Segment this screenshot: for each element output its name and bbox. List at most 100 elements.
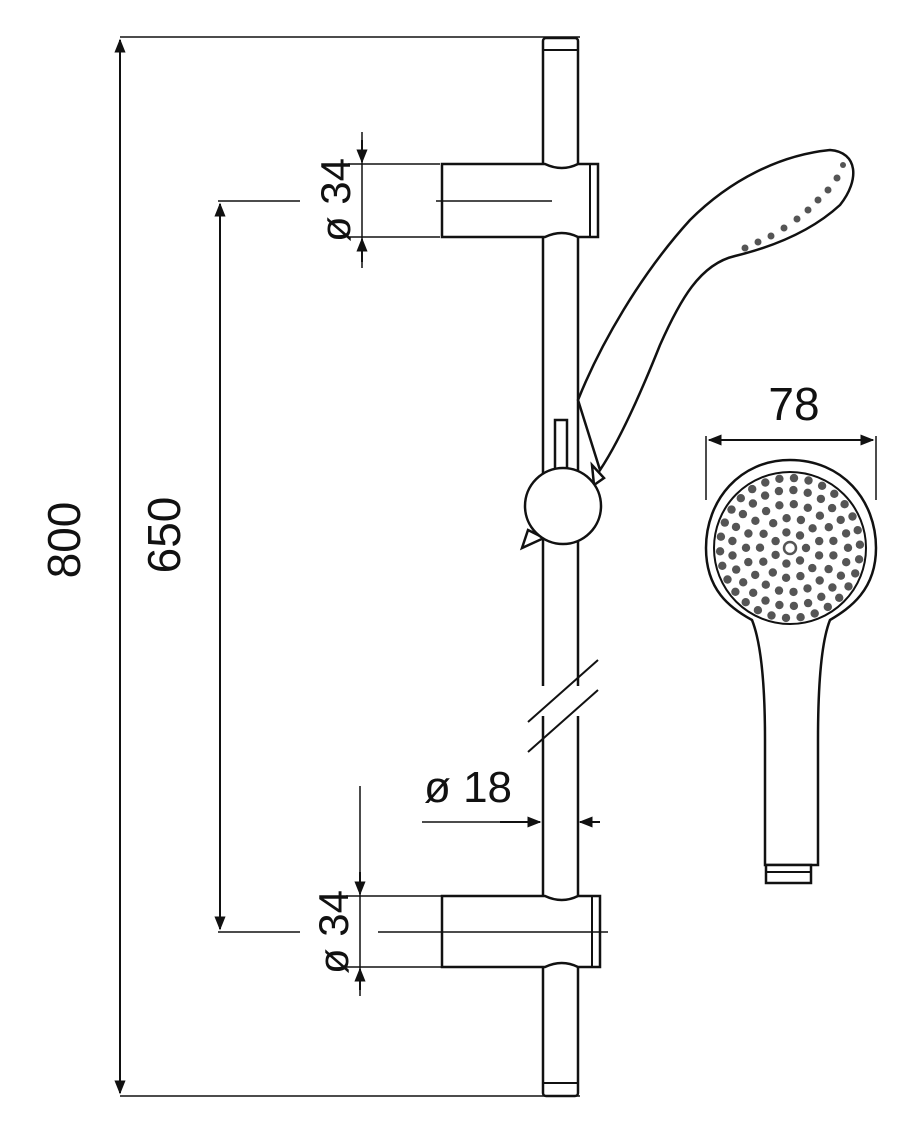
face-nozzles xyxy=(715,473,865,623)
nozzle-dot xyxy=(842,558,851,567)
nozzle-dot xyxy=(748,484,757,494)
bottom-bracket-diameter-dimension: ø 34 xyxy=(310,786,442,996)
hand-shower-front-view: 78 xyxy=(704,378,878,885)
nozzle-dot xyxy=(827,503,837,513)
nozzle-dot xyxy=(855,540,865,549)
nozzle-dot xyxy=(718,561,727,570)
nozzle-dot xyxy=(829,536,838,546)
nozzle-dot xyxy=(751,516,760,525)
nozzle-dot xyxy=(854,555,864,564)
nozzle-dot xyxy=(744,529,753,538)
nozzle-dot xyxy=(844,582,853,591)
nozzle-dot xyxy=(808,563,817,573)
nozzle-dot xyxy=(814,551,824,560)
nozzle-dot xyxy=(761,596,770,605)
nozzle-dot xyxy=(789,473,799,483)
top-bracket-diameter-dimension: ø 34 xyxy=(312,132,440,268)
nozzle-dot xyxy=(795,556,805,565)
nozzle-dot xyxy=(715,547,725,556)
nozzle-dot xyxy=(843,543,853,552)
nozzle-dot xyxy=(824,523,833,532)
nozzle-dot xyxy=(732,565,741,574)
nozzle-dot xyxy=(815,576,824,585)
nozzle-dot xyxy=(731,522,741,532)
nozzle-dot xyxy=(759,557,768,566)
nozzle-dot xyxy=(796,515,806,525)
bracket-spacing-label: 650 xyxy=(138,497,190,574)
nozzle-dot xyxy=(789,587,798,597)
nozzle-dot xyxy=(716,532,726,541)
nozzle-dot xyxy=(774,486,784,496)
nozzle-dot xyxy=(840,500,849,509)
nozzle-dot xyxy=(727,505,736,514)
nozzle-dot xyxy=(771,550,780,560)
nozzle-dot xyxy=(804,476,813,485)
overall-height-label: 800 xyxy=(38,502,90,579)
nozzle-dot xyxy=(782,528,791,537)
nozzle-dot xyxy=(781,613,791,623)
nozzle-dot xyxy=(841,529,851,538)
nozzle-dot xyxy=(759,529,768,538)
bottom-bracket-diameter-label: ø 34 xyxy=(310,890,357,974)
nozzle-dot xyxy=(824,564,833,574)
hand-shower-side-view xyxy=(576,148,855,473)
nozzle-dot xyxy=(761,478,770,487)
nozzle-dot xyxy=(796,571,805,581)
nozzle-dot xyxy=(789,601,799,611)
top-bracket-diameter-label: ø 34 xyxy=(312,158,359,242)
rail-bar xyxy=(527,36,599,1098)
nozzle-dot xyxy=(744,557,753,567)
nozzle-dot xyxy=(781,573,791,582)
nozzle-dot xyxy=(738,509,748,519)
rail-diameter-dimension: ø 18 xyxy=(422,763,600,828)
bracket-spacing-dimension: 650 xyxy=(138,200,300,933)
nozzle-dot xyxy=(775,474,784,483)
nozzle-dot xyxy=(767,611,776,620)
nozzle-dot xyxy=(848,512,857,521)
nozzle-dot xyxy=(835,593,844,602)
nozzle-dot xyxy=(761,580,770,589)
nozzle-dot xyxy=(789,485,798,495)
nozzle-dot xyxy=(768,568,777,577)
nozzle-dot xyxy=(769,519,778,528)
nozzle-dot xyxy=(741,543,751,552)
center-nozzle xyxy=(782,540,798,556)
head-width-dimension: 78 xyxy=(705,378,877,500)
overall-height-dimension: 800 xyxy=(38,36,580,1097)
rail-diameter-label: ø 18 xyxy=(424,763,512,812)
nozzle-dot xyxy=(789,500,798,509)
nozzle-dot xyxy=(782,514,791,523)
nozzle-dot xyxy=(761,506,771,516)
nozzle-dot xyxy=(720,518,729,527)
nozzle-dot xyxy=(728,536,737,546)
nozzle-dot xyxy=(760,491,770,500)
nozzle-dot xyxy=(739,578,748,587)
nozzle-dot xyxy=(774,586,784,595)
nozzle-dot xyxy=(836,515,845,525)
nozzle-dot xyxy=(828,583,837,592)
nozzle-dot xyxy=(853,526,862,535)
side-nozzles xyxy=(741,162,846,252)
top-wall-bracket xyxy=(436,162,600,239)
nozzle-dot xyxy=(808,524,817,533)
nozzle-dot xyxy=(731,587,740,596)
nozzle-dot xyxy=(817,592,826,601)
bottom-wall-bracket xyxy=(378,894,608,969)
nozzle-dot xyxy=(816,494,826,504)
nozzle-dot xyxy=(755,543,765,552)
head-width-label: 78 xyxy=(768,378,819,430)
nozzle-dot xyxy=(803,584,812,593)
nozzle-dot xyxy=(795,531,805,540)
nozzle-dot xyxy=(803,503,812,512)
nozzle-dot xyxy=(753,606,763,615)
nozzle-dot xyxy=(803,598,813,608)
nozzle-dot xyxy=(771,536,780,546)
nozzle-dot xyxy=(751,570,760,580)
nozzle-dot xyxy=(775,600,784,610)
nozzle-dot xyxy=(815,511,825,520)
nozzle-dot xyxy=(801,543,811,553)
nozzle-dot xyxy=(775,501,784,510)
nozzle-dot xyxy=(823,602,832,612)
nozzle-dot xyxy=(736,494,745,503)
